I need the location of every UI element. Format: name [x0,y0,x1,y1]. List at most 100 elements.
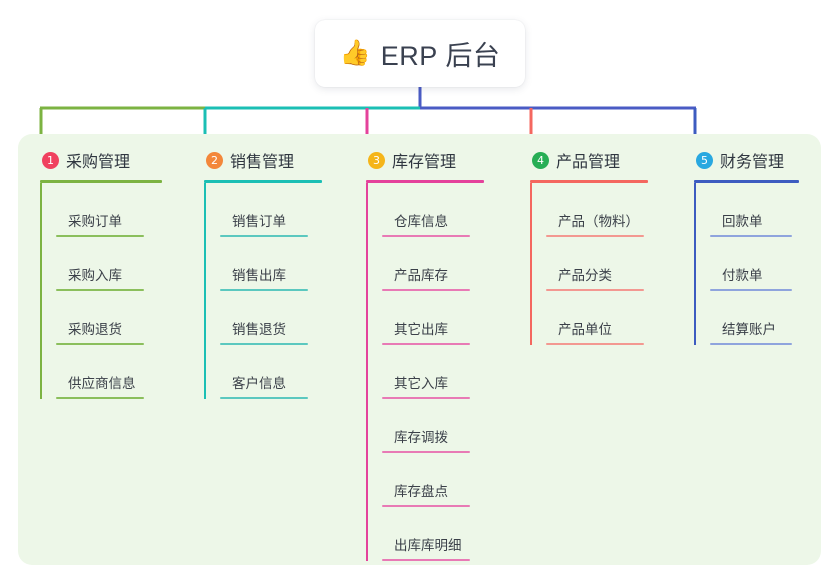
leaf-underline [710,289,792,291]
leaf-group: 回款单付款单结算账户 [694,183,826,345]
leaf-underline [56,343,144,345]
leaf-item[interactable]: 回款单 [710,183,826,237]
leaf-item[interactable]: 产品（物料） [546,183,680,237]
leaf-underline [382,451,470,453]
root-node-label: ERP 后台 [380,41,501,71]
leaf-underline [710,343,792,345]
leaf-underline [56,289,144,291]
leaf-item-label: 库存调拨 [394,430,448,445]
leaf-item-label: 销售退货 [232,322,286,337]
branch-column-3: 3 库存管理仓库信息产品库存其它出库其它入库库存调拨库存盘点出库库明细 [366,144,516,561]
branch-rail [366,183,368,561]
leaf-item-label: 采购退货 [68,322,122,337]
leaf-item-label: 供应商信息 [68,376,136,391]
branch-rail [530,183,532,345]
root-node-erp[interactable]: 👍 ERP 后台 [315,20,525,87]
leaf-underline [56,397,144,399]
leaf-item[interactable]: 采购入库 [56,237,190,291]
branch-number-badge: 3 [368,151,385,169]
leaf-item[interactable]: 库存调拨 [382,399,516,453]
branch-header-4[interactable]: 4 产品管理 [530,144,680,176]
leaf-item-label: 其它入库 [394,376,448,391]
branch-number-badge: 4 [532,151,549,169]
leaf-item[interactable]: 产品分类 [546,237,680,291]
leaf-item[interactable]: 销售出库 [220,237,354,291]
leaf-item[interactable]: 客户信息 [220,345,354,399]
branch-column-5: 5 财务管理回款单付款单结算账户 [694,144,826,345]
leaf-underline [382,397,470,399]
leaf-group: 销售订单销售出库销售退货客户信息 [204,183,354,399]
leaf-item-label: 结算账户 [722,322,776,337]
branch-header-5[interactable]: 5 财务管理 [694,144,826,176]
branch-column-2: 2 销售管理销售订单销售出库销售退货客户信息 [204,144,354,399]
leaf-item[interactable]: 销售订单 [220,183,354,237]
leaf-item[interactable]: 其它入库 [382,345,516,399]
leaf-item[interactable]: 仓库信息 [382,183,516,237]
leaf-item[interactable]: 库存盘点 [382,453,516,507]
branch-rail [694,183,696,345]
leaf-item-label: 仓库信息 [394,214,448,229]
leaf-underline [546,235,644,237]
leaf-group: 采购订单采购入库采购退货供应商信息 [40,183,190,399]
leaf-underline [382,343,470,345]
branch-title-label: 产品管理 [556,154,621,171]
leaf-item[interactable]: 采购退货 [56,291,190,345]
branch-underline [204,180,322,183]
branches-panel: 1 采购管理采购订单采购入库采购退货供应商信息 2 销售管理销售订单销售出库销售退货客… [18,134,821,565]
branch-rail [204,183,206,399]
branch-header-3[interactable]: 3 库存管理 [366,144,516,176]
branch-column-4: 4 产品管理产品（物料） 产品分类产品单位 [530,144,680,345]
branch-title-label: 销售管理 [230,154,295,171]
branch-title-label: 采购管理 [66,154,131,171]
leaf-item[interactable]: 结算账户 [710,291,826,345]
leaf-underline [382,289,470,291]
leaf-underline [220,235,308,237]
leaf-item[interactable]: 采购订单 [56,183,190,237]
branch-number-badge: 1 [42,151,59,169]
leaf-item-label: 库存盘点 [394,484,448,499]
leaf-item-label: 其它出库 [394,322,448,337]
branch-number-badge: 2 [206,151,223,169]
branch-header-1[interactable]: 1 采购管理 [40,144,190,176]
leaf-item[interactable]: 其它出库 [382,291,516,345]
leaf-underline [382,559,470,561]
leaf-item[interactable]: 付款单 [710,237,826,291]
leaf-item-label: 产品单位 [558,322,612,337]
leaf-item[interactable]: 销售退货 [220,291,354,345]
leaf-underline [220,397,308,399]
branch-rail [40,183,42,399]
leaf-underline [220,343,308,345]
branch-title-label: 库存管理 [392,154,457,171]
leaf-underline [546,343,644,345]
leaf-item[interactable]: 产品库存 [382,237,516,291]
leaf-item-label: 销售订单 [232,214,286,229]
leaf-underline [382,235,470,237]
branch-number-badge: 5 [696,151,713,169]
leaf-item-label: 产品分类 [558,268,612,283]
leaf-underline [382,505,470,507]
leaf-item-label: 销售出库 [232,268,286,283]
leaf-group: 仓库信息产品库存其它出库其它入库库存调拨库存盘点出库库明细 [366,183,516,561]
branch-underline [530,180,648,183]
branch-underline [40,180,162,183]
leaf-item-label: 采购入库 [68,268,122,283]
leaf-item[interactable]: 供应商信息 [56,345,190,399]
leaf-item-label: 付款单 [722,268,763,283]
branch-underline [694,180,799,183]
leaf-item-label: 客户信息 [232,376,286,391]
leaf-underline [546,289,644,291]
leaf-underline [710,235,792,237]
leaf-group: 产品（物料） 产品分类产品单位 [530,183,680,345]
leaf-item-label: 产品库存 [394,268,448,283]
branch-header-2[interactable]: 2 销售管理 [204,144,354,176]
branch-underline [366,180,484,183]
leaf-item[interactable]: 出库库明细 [382,507,516,561]
leaf-item-label: 回款单 [722,214,763,229]
leaf-item[interactable]: 产品单位 [546,291,680,345]
thumbs-up-icon: 👍 [339,39,371,67]
leaf-underline [220,289,308,291]
leaf-item-label: 出库库明细 [394,538,462,553]
root-node-content: 👍 ERP 后台 [340,34,501,73]
branch-title-label: 财务管理 [720,154,785,171]
